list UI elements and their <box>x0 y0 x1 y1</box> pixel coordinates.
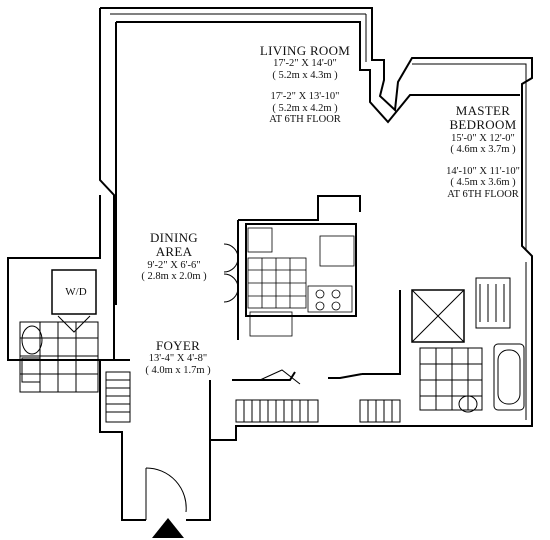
foyer-dim-metric: ( 4.0m x 1.7m ) <box>145 364 211 376</box>
kitchen-tile-grid <box>247 227 355 337</box>
master-bedroom-alt-dim-metric: ( 4.5m x 3.6m ) <box>450 177 516 189</box>
living-room-alt-dim-imperial: 17'-2" X 13'-10" <box>270 91 340 103</box>
dining-area-name-line1: DINING <box>149 230 198 245</box>
washer-dryer-label: W/D <box>65 286 87 298</box>
master-bedroom-name-line2: BEDROOM <box>449 117 517 133</box>
living-room-alt-note: AT 6TH FLOOR <box>269 114 341 126</box>
master-bedroom-alt-dim-imperial: 14'-10" X 11'-10" <box>446 165 520 177</box>
walls <box>7 7 533 521</box>
master-bedroom-dim-metric: ( 4.6m x 3.7m ) <box>450 144 516 156</box>
entry-door <box>145 467 187 520</box>
foyer-dim-imperial: 13'-4" X 4'-8" <box>148 353 208 365</box>
living-room-name: LIVING ROOM <box>259 43 351 58</box>
closet-doors <box>223 243 239 303</box>
living-room-dim-metric: ( 5.2m x 4.3m ) <box>272 69 338 81</box>
dining-area-dim-metric: ( 2.8m x 2.0m ) <box>141 271 207 283</box>
foyer-name: FOYER <box>155 338 201 353</box>
living-room-dim-imperial: 17'-2" X 14'-0" <box>273 58 337 70</box>
dining-area-dim-imperial: 9'-2" X 6'-6" <box>147 259 201 271</box>
master-bedroom-label: MASTER BEDROOM 15'-0" X 12'-0" ( 4.6m x … <box>428 103 538 200</box>
entrance-arrow-icon <box>152 518 184 538</box>
dining-area-name-line2: AREA <box>155 244 193 260</box>
living-room-alt-dim-metric: ( 5.2m x 4.2m ) <box>272 102 338 114</box>
dining-area-label: DINING AREA 9'-2" X 6'-6" ( 2.8m x 2.0m … <box>128 230 220 283</box>
master-bedroom-alt-note: AT 6TH FLOOR <box>447 188 519 200</box>
windows <box>110 13 527 420</box>
master-bath <box>411 277 525 413</box>
foyer-label: FOYER 13'-4" X 4'-8" ( 4.0m x 1.7m ) <box>126 338 230 376</box>
closets <box>105 369 401 423</box>
left-bath <box>19 269 99 393</box>
master-bedroom-dim-imperial: 15'-0" X 12'-0" <box>451 132 515 144</box>
living-room-label: LIVING ROOM 17'-2" X 14'-0" ( 5.2m x 4.3… <box>250 43 360 126</box>
master-bedroom-name-line1: MASTER <box>455 103 511 118</box>
